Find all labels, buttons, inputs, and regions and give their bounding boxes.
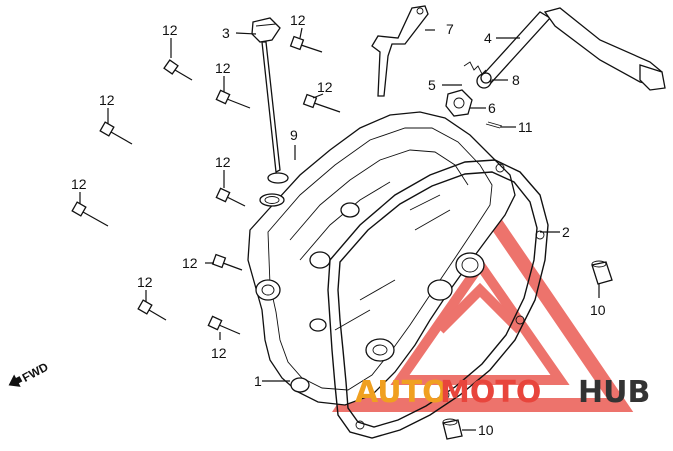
callout-labels: 1 2 3 4 5 6 7 8 9 10 10 11 12 12 12 12 1… — [71, 12, 606, 438]
callout-1: 1 — [254, 373, 262, 389]
callout-2: 2 — [562, 224, 570, 240]
callout-12-c: 12 — [215, 60, 231, 76]
callout-3: 3 — [222, 25, 230, 41]
watermark-text: AUTO MOTO HUB — [355, 375, 650, 410]
bolt-h — [211, 253, 243, 271]
kick-starter-arm — [476, 7, 666, 91]
callout-6: 6 — [488, 100, 496, 116]
kick-spring — [463, 61, 492, 84]
bolt-c — [215, 89, 251, 109]
oil-dipstick — [251, 17, 289, 184]
crankcase-cover — [247, 111, 516, 406]
bolt-b — [289, 35, 323, 53]
dowel-pin-lower — [442, 418, 463, 440]
watermark-moto: MOTO — [440, 375, 541, 410]
callout-12-d: 12 — [317, 79, 333, 95]
bolt-g — [71, 201, 109, 227]
callout-7: 7 — [446, 21, 454, 37]
callout-8: 8 — [512, 72, 520, 88]
bolt-a — [163, 59, 193, 81]
callout-5: 5 — [428, 77, 436, 93]
cover-gasket — [327, 159, 549, 439]
dowel-pin-upper — [591, 260, 613, 285]
kick-shaft-seal — [445, 89, 473, 117]
callout-10-upper: 10 — [590, 302, 606, 318]
callout-12-j: 12 — [211, 345, 227, 361]
forward-direction: FWD — [8, 360, 51, 387]
wire-clip — [485, 121, 503, 129]
watermark-auto: AUTO — [355, 375, 448, 410]
bolt-f — [215, 187, 246, 207]
fwd-label: FWD — [20, 360, 51, 385]
callout-12-f: 12 — [215, 154, 231, 170]
bolt-e — [99, 121, 133, 145]
callout-12-b: 12 — [290, 12, 306, 28]
callout-12-i: 12 — [137, 274, 153, 290]
callout-10-lower: 10 — [478, 422, 494, 438]
callout-9: 9 — [290, 127, 298, 143]
dipstick-o-ring — [267, 172, 289, 184]
callout-4: 4 — [484, 30, 492, 46]
callout-11: 11 — [518, 119, 533, 135]
callout-12-h: 12 — [182, 255, 198, 271]
callout-12-g: 12 — [71, 176, 87, 192]
callout-12-e: 12 — [99, 92, 115, 108]
arrow-left-icon — [8, 374, 23, 387]
bolt-d — [302, 93, 341, 113]
breather-bracket — [371, 5, 429, 97]
watermark-hub: HUB — [578, 375, 650, 410]
leader-lines — [79, 27, 600, 431]
bolt-j — [207, 315, 241, 335]
bolt-set — [71, 35, 341, 335]
callout-12-a: 12 — [162, 22, 178, 38]
bolt-i — [137, 299, 167, 321]
